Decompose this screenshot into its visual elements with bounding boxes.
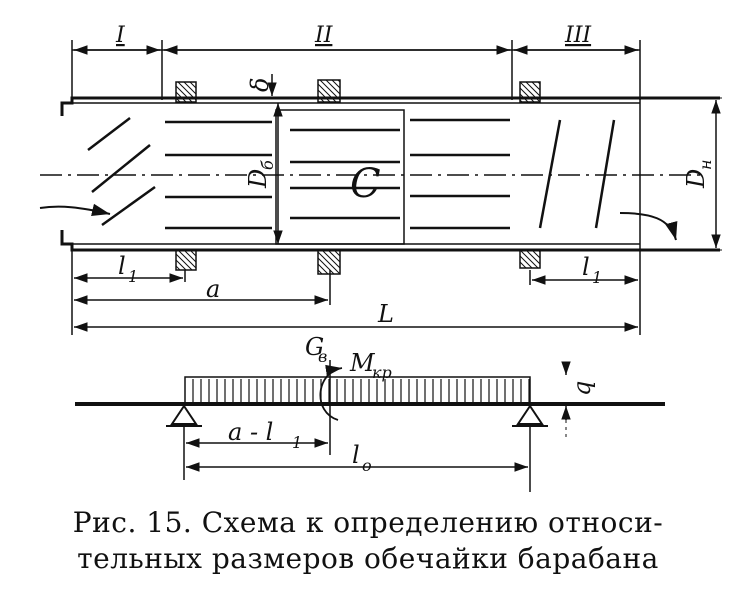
sigma-subscript: в <box>318 347 327 366</box>
a-minus-l1-label: a - l <box>228 418 273 446</box>
outlet-flow-arrow <box>619 212 678 241</box>
drum-shell-bottom-wall <box>60 230 720 252</box>
load-label: q <box>568 381 596 396</box>
right-support <box>516 404 544 425</box>
zone-3-lifters <box>538 119 616 229</box>
drum-shell-top-wall <box>60 96 720 116</box>
support-rings <box>175 79 541 275</box>
zone-1-lifters <box>87 117 156 227</box>
zone-2-internals <box>165 118 510 230</box>
l1-right-label: l <box>582 253 590 281</box>
inlet-flow-arrow <box>39 203 111 217</box>
left-support <box>170 404 198 425</box>
L-label: L <box>377 300 394 328</box>
outer-diameter-subscript: н <box>696 159 715 170</box>
wall-thickness-label: δ <box>246 78 274 92</box>
span-label: l <box>352 441 360 469</box>
zone-1-label: I <box>115 23 126 48</box>
moment-subscript: кр <box>372 363 392 382</box>
moment-label: M <box>349 349 376 377</box>
l1-left-subscript: 1 <box>128 267 138 286</box>
a-minus-l1-subscript: 1 <box>292 433 302 452</box>
span-subscript: o <box>362 456 372 475</box>
figure-caption: Рис. 15. Схема к определению относи- тел… <box>18 505 718 577</box>
caption-line-2: тельных размеров обечайки барабана <box>77 542 659 575</box>
caption-line-1: Рис. 15. Схема к определению относи- <box>72 506 664 539</box>
torque-moment-arrow <box>319 364 343 421</box>
zone-2-label: II <box>314 23 334 48</box>
distributed-load <box>184 376 531 405</box>
a-label: a <box>206 275 220 303</box>
distributed-load-hatch <box>192 379 530 402</box>
center-support-label: C <box>350 161 381 207</box>
l1-left-label: l <box>118 252 126 280</box>
inner-diameter-subscript: б <box>258 160 277 170</box>
inner-diameter-label: D <box>244 169 272 189</box>
outer-diameter-label: D <box>682 169 710 189</box>
zone-3-label: III <box>564 23 592 48</box>
sigma-label: G <box>305 333 324 361</box>
l1-right-subscript: 1 <box>592 268 602 287</box>
